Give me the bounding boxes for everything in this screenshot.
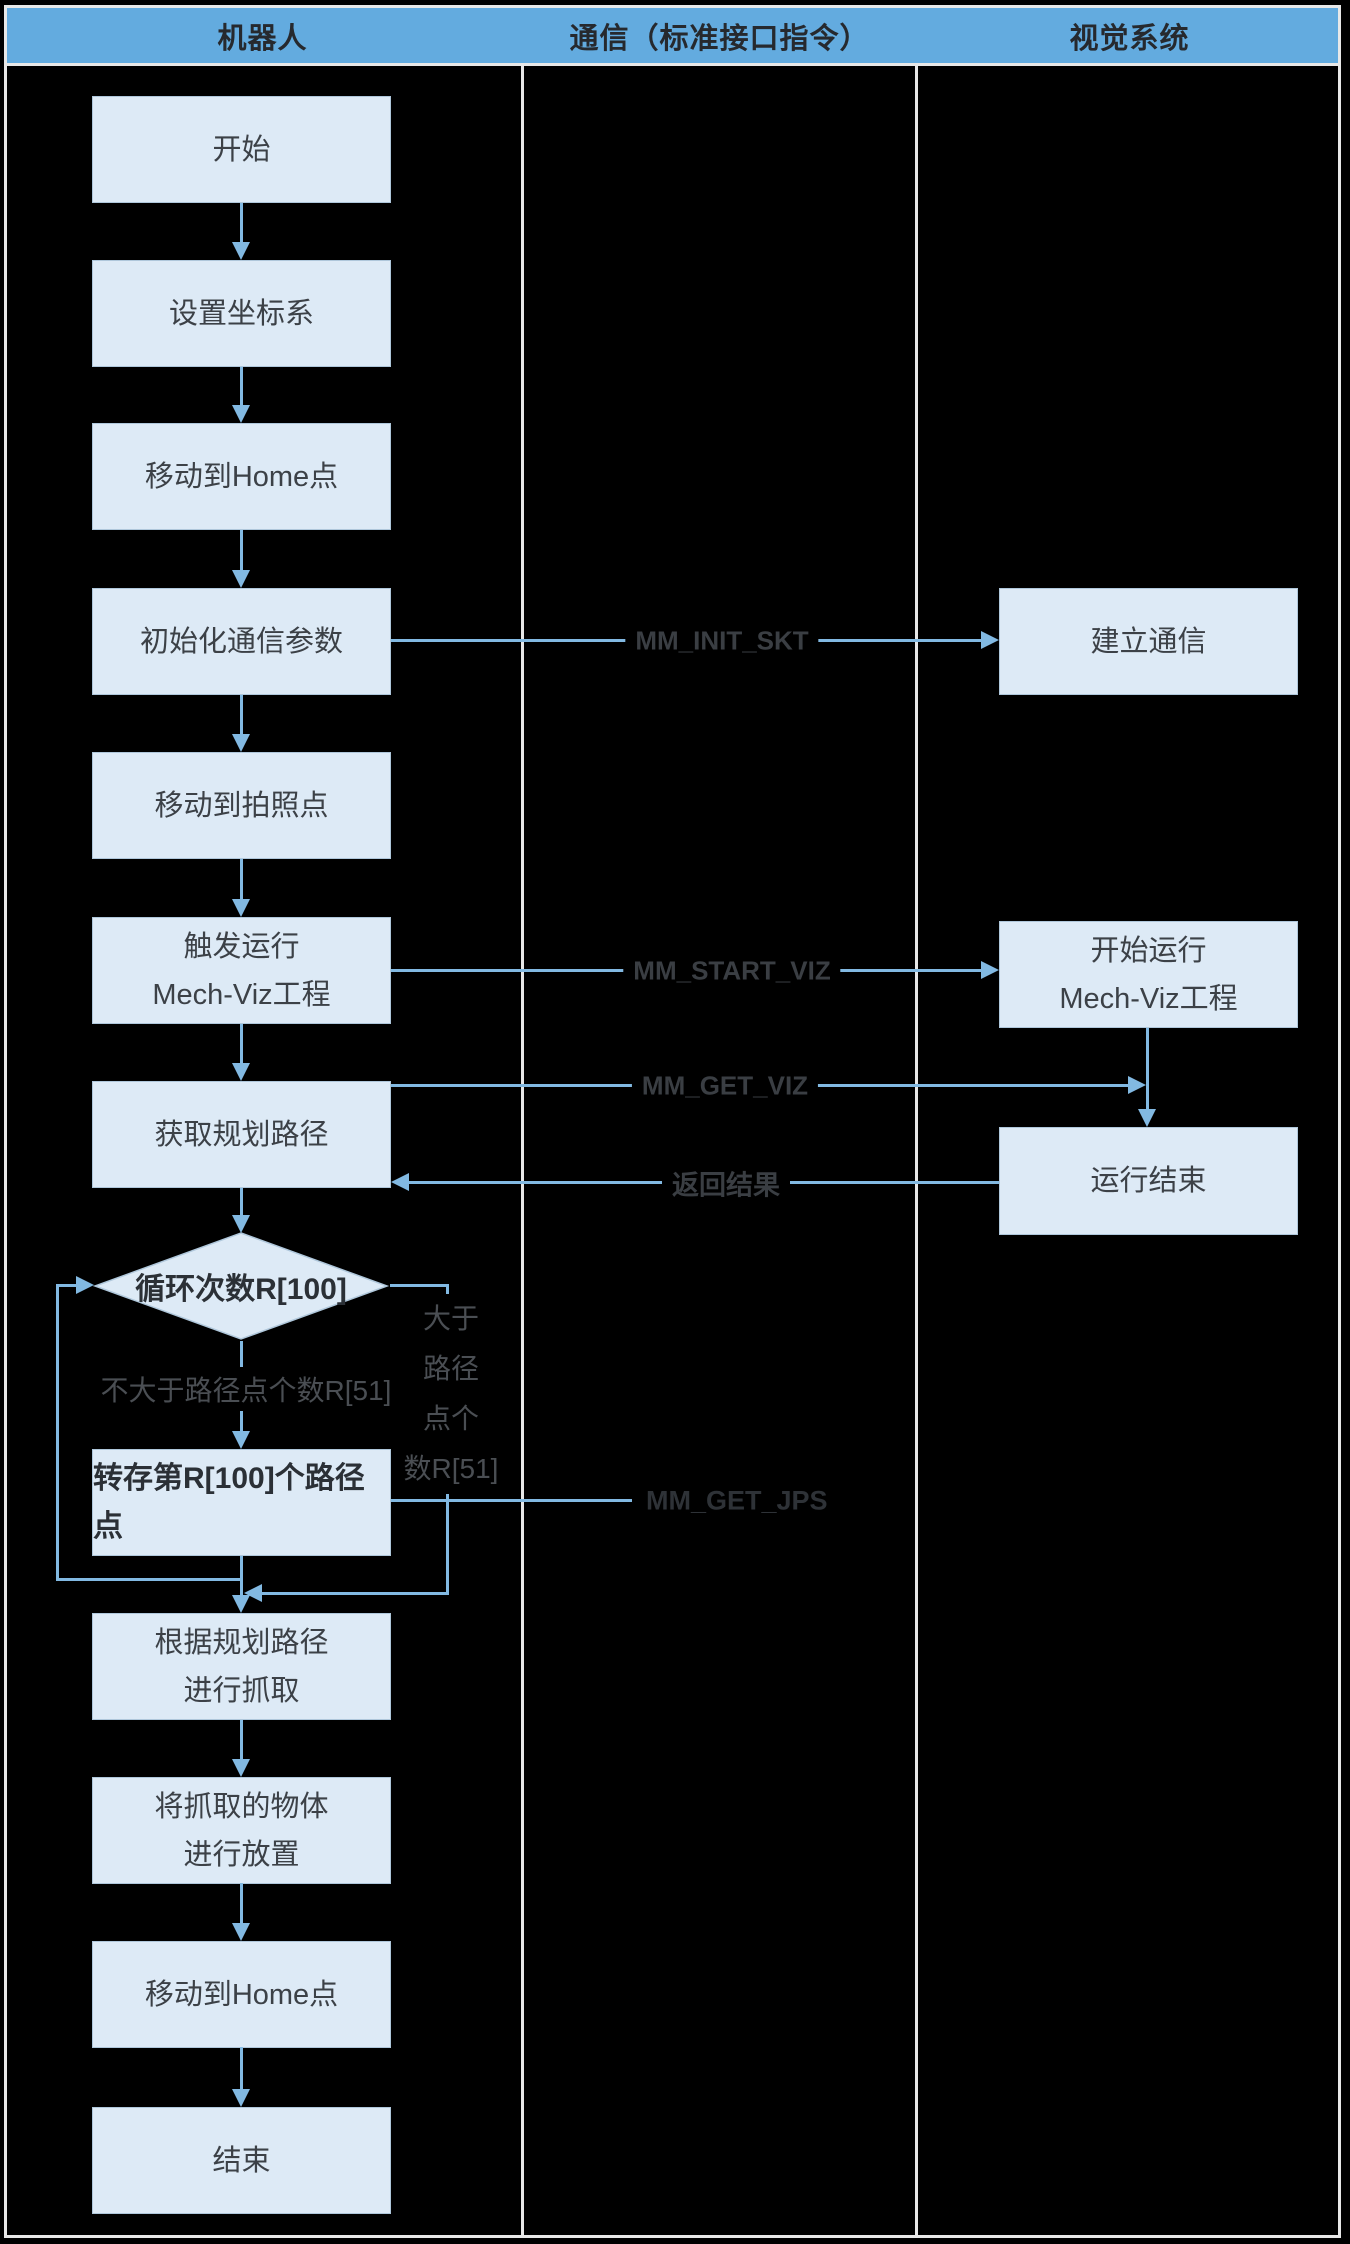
node-text-line2: Mech-Viz工程 [1059, 982, 1238, 1015]
arrowhead-down-icon [232, 1063, 250, 1081]
branch-label-not-greater: 不大于路径点个数R[51] [94, 1367, 398, 1411]
arrowhead-right-icon [1128, 1076, 1146, 1094]
arrow-line [240, 203, 243, 242]
node-text: 转存第R[100]个路径点 [93, 1461, 365, 1543]
node-move-home-1: 移动到Home点 [92, 423, 391, 530]
lane-label: 视觉系统 [1069, 22, 1190, 55]
node-text-line1: 开始运行 [1090, 934, 1207, 967]
node-run-end: 运行结束 [999, 1127, 1298, 1235]
arrow-line [240, 367, 243, 405]
lane-label: 通信（标准接口指令） [569, 22, 870, 55]
node-text: 移动到Home点 [144, 460, 339, 493]
lane-header-robot: 机器人 [4, 5, 521, 66]
node-grasp: 根据规划路径 进行抓取 [92, 1613, 391, 1720]
arrowhead-down-icon [232, 2089, 250, 2107]
node-text-line2: Mech-Viz工程 [152, 978, 331, 1011]
node-text: 运行结束 [1090, 1165, 1207, 1197]
node-establish-comm: 建立通信 [999, 588, 1298, 695]
node-init-comm-params: 初始化通信参数 [92, 588, 391, 695]
arrow-line [240, 2047, 243, 2089]
arrowhead-down-icon [232, 405, 250, 423]
arrowhead-down-icon [232, 734, 250, 752]
lane-divider-1 [521, 5, 524, 2238]
arrowhead-left-icon [244, 1584, 262, 1602]
arrowhead-down-icon [232, 1759, 250, 1777]
node-text: 移动到Home点 [144, 1978, 339, 2011]
branch-label-greater: 大于 路径 点个 数R[51] [399, 1294, 503, 1494]
decision-text: 循环次数R[100] [135, 1273, 347, 1306]
node-text-line1: 根据规划路径 [154, 1626, 329, 1659]
lane-divider-2 [915, 5, 918, 2238]
connector-get-jps [391, 1499, 632, 1502]
lane-label: 机器人 [217, 22, 308, 55]
connector-label-init-skt: MM_INIT_SKT [625, 623, 819, 659]
arrow-line [240, 1556, 243, 1595]
connector-label-start-viz: MM_START_VIZ [623, 953, 841, 989]
node-text: 开始 [212, 133, 271, 166]
node-save-waypoint: 转存第R[100]个路径点 [92, 1449, 391, 1556]
arrowhead-down-icon [232, 242, 250, 260]
node-text: 结束 [212, 2144, 271, 2177]
branch-line-bottom [262, 1592, 449, 1595]
node-text: 设置坐标系 [168, 297, 314, 330]
arrow-line-vision [1146, 1028, 1149, 1109]
node-text-line2: 进行放置 [183, 1838, 300, 1871]
node-start-run-mechviz: 开始运行 Mech-Viz工程 [999, 921, 1298, 1028]
arrowhead-down-icon [1138, 1109, 1156, 1127]
node-text: 移动到拍照点 [154, 789, 329, 822]
arrow-line [240, 1024, 243, 1063]
diamond-shape-icon [92, 1232, 390, 1340]
node-move-home-2: 移动到Home点 [92, 1941, 391, 2048]
lane-header-band [4, 5, 1341, 66]
node-text-line1: 将抓取的物体 [154, 1790, 329, 1823]
node-text: 建立通信 [1090, 625, 1207, 658]
arrowhead-down-icon [232, 1215, 250, 1233]
arrowhead-right-icon [981, 631, 999, 649]
arrow-line [240, 530, 243, 570]
branch-label-line3: 点个 [422, 1403, 479, 1434]
node-text-line1: 触发运行 [183, 930, 300, 963]
node-place-object: 将抓取的物体 进行放置 [92, 1777, 391, 1884]
arrowhead-left-icon [391, 1173, 409, 1191]
node-end: 结束 [92, 2107, 391, 2214]
branch-label-line2: 路径 [422, 1353, 479, 1384]
arrow-line [240, 695, 243, 734]
node-text: 获取规划路径 [154, 1118, 329, 1151]
branch-line-top [390, 1284, 449, 1287]
node-trigger-mechviz: 触发运行 Mech-Viz工程 [92, 917, 391, 1024]
lane-header-communication: 通信（标准接口指令） [524, 5, 915, 66]
arrow-line [240, 1720, 243, 1759]
loopback-line-bottom [56, 1578, 243, 1581]
node-get-planned-path: 获取规划路径 [92, 1081, 391, 1188]
arrowhead-down-icon [232, 899, 250, 917]
arrow-line [240, 1188, 243, 1215]
loopback-line-vertical [56, 1285, 59, 1580]
arrow-line [240, 859, 243, 899]
branch-label-line4: 数R[51] [403, 1453, 499, 1484]
node-set-coordinate: 设置坐标系 [92, 260, 391, 367]
loopback-line-top [56, 1284, 76, 1287]
connector-label-return-result: 返回结果 [662, 1161, 790, 1205]
arrowhead-down-icon [232, 1923, 250, 1941]
arrowhead-right-icon [981, 961, 999, 979]
node-move-photo-point: 移动到拍照点 [92, 752, 391, 859]
node-text: 初始化通信参数 [139, 625, 343, 658]
lane-header-vision: 视觉系统 [918, 5, 1341, 66]
branch-label-line1: 大于 [422, 1303, 479, 1334]
arrowhead-down-icon [232, 1431, 250, 1449]
decision-loop-count: 循环次数R[100] [92, 1231, 390, 1341]
arrowhead-down-icon [232, 570, 250, 588]
connector-label-get-jps: MM_GET_JPS [636, 1483, 838, 1519]
arrow-line [240, 1883, 243, 1923]
node-text-line2: 进行抓取 [183, 1674, 300, 1707]
connector-label-get-viz: MM_GET_VIZ [631, 1068, 819, 1104]
node-start: 开始 [92, 96, 391, 203]
arrowhead-right-icon [76, 1276, 94, 1294]
